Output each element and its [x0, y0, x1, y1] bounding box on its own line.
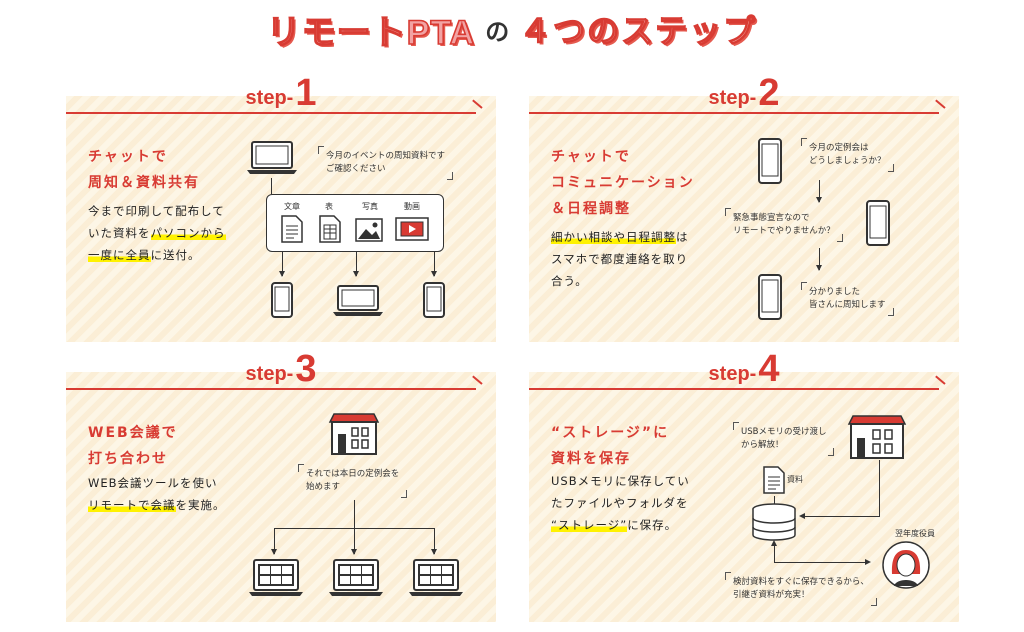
laptop-icon	[247, 141, 297, 174]
step-number: 3	[295, 348, 317, 390]
step-number: 1	[295, 72, 317, 114]
file-label: 表	[325, 202, 333, 211]
step-1-header: step- 1	[66, 74, 496, 122]
step-3-panel: step- 3 WEB会議で 打ち合わせ WEB会議ツールを使い リモートで会議…	[66, 350, 496, 622]
chat-bubble: それでは本日の定例会を 始めます	[298, 464, 408, 498]
step-divider	[529, 112, 939, 114]
step-2-panel: step- 2 チャットで コミュニケーション ＆日程調整 細かい相談や日程調整…	[529, 74, 959, 342]
step-4-header: step- 4	[529, 350, 959, 398]
file-group: 文章 表 写真 動画	[266, 194, 444, 252]
file-label: 動画	[404, 202, 420, 211]
person-label: 翌年度役員	[895, 529, 935, 538]
title-rest: ４つのステップ	[519, 11, 758, 50]
step-number: 2	[758, 72, 780, 114]
chat-bubble: 今月の定例会は どうしましょうか？	[801, 138, 894, 172]
school-building-icon	[847, 415, 907, 459]
step-body: 細かい相談や日程調整は スマホで都度連絡を取り 合う。	[551, 230, 689, 288]
video-conference-laptop-icon	[249, 559, 303, 596]
step-2-header: step- 2	[529, 74, 959, 122]
step-4-panel: step- 4 “ストレージ”に 資料を保存 USBメモリに保存してい たファイ…	[529, 350, 959, 622]
file-label: 資料	[787, 475, 803, 484]
step-word: step-	[245, 87, 294, 109]
step-divider	[66, 112, 476, 114]
video-icon	[395, 217, 429, 241]
smartphone-icon	[758, 274, 782, 320]
page-title: リモートPTA の ４つのステップ	[0, 4, 1024, 54]
step-body: 今まで印刷して配布して いた資料をパソコンから 一度に全員に送付。	[88, 204, 226, 262]
step-1-panel: step- 1 チャットで 周知＆資料共有 今まで印刷して配布して いた資料をパ…	[66, 74, 496, 342]
step-word: step-	[708, 87, 757, 109]
chat-bubble: 緊急事態宣言なので リモートでやりませんか？	[725, 208, 843, 242]
step-number: 4	[758, 348, 780, 390]
laptop-icon	[333, 285, 383, 316]
spreadsheet-icon	[319, 215, 341, 243]
storage-database-icon	[752, 503, 796, 541]
document-icon	[763, 466, 785, 494]
step-divider	[66, 388, 476, 390]
smartphone-icon	[758, 138, 782, 184]
smartphone-icon	[866, 200, 890, 246]
document-icon	[281, 215, 303, 243]
smartphone-icon	[271, 282, 293, 318]
step-divider	[529, 388, 939, 390]
step-word: step-	[708, 363, 757, 385]
step-body: WEB会議ツールを使い リモートで会議を実施。	[88, 476, 226, 512]
file-label: 写真	[362, 202, 378, 211]
smartphone-icon	[423, 282, 445, 318]
person-avatar-icon	[882, 541, 930, 589]
chat-bubble: 今月のイベントの周知資料です ご確認ください	[318, 146, 454, 180]
step-heading: WEB会議で 打ち合わせ	[88, 425, 178, 467]
video-conference-laptop-icon	[409, 559, 463, 596]
step-word: step-	[245, 363, 294, 385]
school-building-icon	[328, 413, 380, 455]
chat-bubble: 検討資料をすぐに保存できるから、 引継ぎ資料が充実！	[725, 572, 877, 606]
step-3-header: step- 3	[66, 350, 496, 398]
chat-bubble: 分かりました 皆さんに周知します	[801, 282, 894, 316]
step-heading: チャットで 周知＆資料共有	[88, 149, 200, 191]
step-heading: “ストレージ”に 資料を保存	[551, 425, 670, 467]
chat-bubble: USBメモリの受け渡し から解放！	[733, 422, 835, 456]
step-body: USBメモリに保存してい たファイルやフォルダを “ストレージ”に保存。	[551, 474, 690, 532]
title-particle: の	[485, 17, 510, 46]
file-label: 文章	[284, 202, 300, 211]
video-conference-laptop-icon	[329, 559, 383, 596]
step-heading: チャットで コミュニケーション ＆日程調整	[551, 149, 695, 217]
photo-icon	[355, 218, 383, 242]
title-brand: リモートPTA	[266, 13, 476, 53]
